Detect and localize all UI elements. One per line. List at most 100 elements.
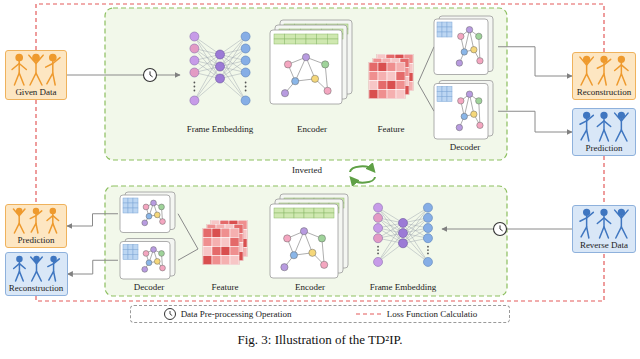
graph-node: [151, 200, 157, 206]
grid-cell: [128, 198, 133, 203]
network-neuron: [216, 50, 225, 59]
clock-face: [164, 309, 175, 320]
grid-cell: [274, 213, 284, 218]
graph-node: [151, 247, 157, 253]
network-neuron: [241, 68, 250, 77]
network-neuron: [423, 234, 432, 243]
feature-cell: [386, 82, 395, 91]
feature-cell: [220, 230, 229, 239]
grid-cell: [133, 255, 138, 260]
feature-cell: [229, 230, 238, 239]
forward-panel: [105, 8, 507, 160]
grid-cell: [123, 198, 128, 203]
node-illustration: [364, 192, 442, 281]
graph-node: [159, 251, 165, 257]
encoder-card: [270, 204, 338, 278]
skeleton-figure: [47, 208, 59, 233]
feature-cell: [212, 247, 221, 256]
network-neuron: [216, 74, 225, 83]
feature-map: [203, 229, 239, 265]
graph-node: [160, 219, 166, 225]
graph-node: [458, 33, 464, 39]
network-neuron: [423, 224, 432, 233]
node-illustration: [198, 204, 252, 281]
grid-cell: [442, 27, 447, 32]
node-label: Frame Embedding: [370, 282, 437, 294]
feature-cell: [212, 229, 221, 238]
ellipsis-dot: [245, 86, 247, 88]
graph-edge: [294, 231, 304, 255]
skeleton-limb: [615, 113, 628, 121]
ellipsis-dot: [194, 82, 196, 84]
legend-text: Data Pre-processing Operation: [181, 309, 292, 320]
figure-caption: Fig. 3: Illustration of the TD²IP.: [0, 332, 640, 348]
graph-node: [324, 87, 331, 94]
graph-node: [477, 122, 483, 128]
output-box: Prediction: [5, 204, 67, 248]
skeleton-head: [584, 112, 590, 118]
skeleton-figure: [47, 256, 59, 281]
node-illustration: [6, 253, 67, 283]
grid-cell: [447, 87, 452, 92]
graph-node: [456, 124, 462, 130]
node-label: Given Data: [15, 87, 56, 99]
feature-cell: [387, 90, 396, 99]
ellipsis-dot: [194, 90, 196, 92]
skeleton-limb: [615, 210, 628, 218]
skeleton-head: [34, 208, 39, 213]
grid-cell: [437, 32, 442, 37]
grid-cell: [284, 208, 294, 213]
graph-node: [292, 78, 299, 85]
feature-cell: [221, 229, 230, 238]
clock-face: [494, 223, 507, 236]
grid-cell: [317, 34, 328, 39]
graph-node: [466, 26, 472, 32]
feature-cell: [378, 72, 387, 81]
skeleton-limb: [46, 58, 60, 68]
network-neuron: [423, 213, 432, 222]
network-lines: [378, 208, 428, 262]
data-box: Reverse Data: [572, 205, 636, 253]
node-illustration: [268, 18, 356, 123]
network-neuron: [423, 203, 432, 212]
feature-cell: [203, 256, 212, 265]
inverted-label: Inverted: [292, 165, 322, 176]
graph-edge: [295, 57, 306, 81]
grid-cell: [133, 198, 138, 203]
grid-cell: [437, 92, 442, 97]
network-neuron: [399, 229, 408, 238]
feature-cell: [221, 256, 230, 265]
feature-cell: [396, 81, 405, 90]
graph-node: [466, 91, 472, 97]
grid-cell: [128, 208, 133, 213]
ellipsis-dot: [245, 82, 247, 84]
graph-node: [154, 212, 160, 218]
skeleton-head: [618, 56, 624, 62]
ellipsis-dot: [427, 253, 429, 255]
skeleton-limb: [580, 212, 593, 221]
skeleton-limb: [581, 227, 589, 238]
grid-cell: [442, 97, 447, 102]
feature-map: [211, 221, 247, 257]
invert-arrow: [350, 166, 373, 172]
ellipsis-dot: [427, 246, 429, 248]
skeleton-limb: [580, 57, 593, 65]
node-label: Reconstruction: [9, 283, 64, 295]
clock-face: [144, 69, 157, 82]
feature-cell: [378, 81, 387, 90]
grid-cell: [123, 255, 128, 260]
encoder-block: Encoder: [268, 192, 352, 294]
legend-entry: Data Pre-processing Operation: [163, 307, 292, 321]
skeleton-limb: [600, 227, 609, 238]
network-neuron: [241, 44, 250, 53]
skeleton-figure: [30, 208, 42, 233]
graph-edge: [322, 238, 324, 264]
decoder-card: [120, 195, 170, 233]
feature-cell: [378, 90, 387, 99]
grid-cell: [442, 87, 447, 92]
grid-cell: [306, 39, 317, 44]
skeleton-limb: [31, 271, 41, 281]
decoder-card: [434, 19, 488, 75]
feature-cell: [396, 63, 405, 72]
network-neuron: [190, 96, 199, 105]
